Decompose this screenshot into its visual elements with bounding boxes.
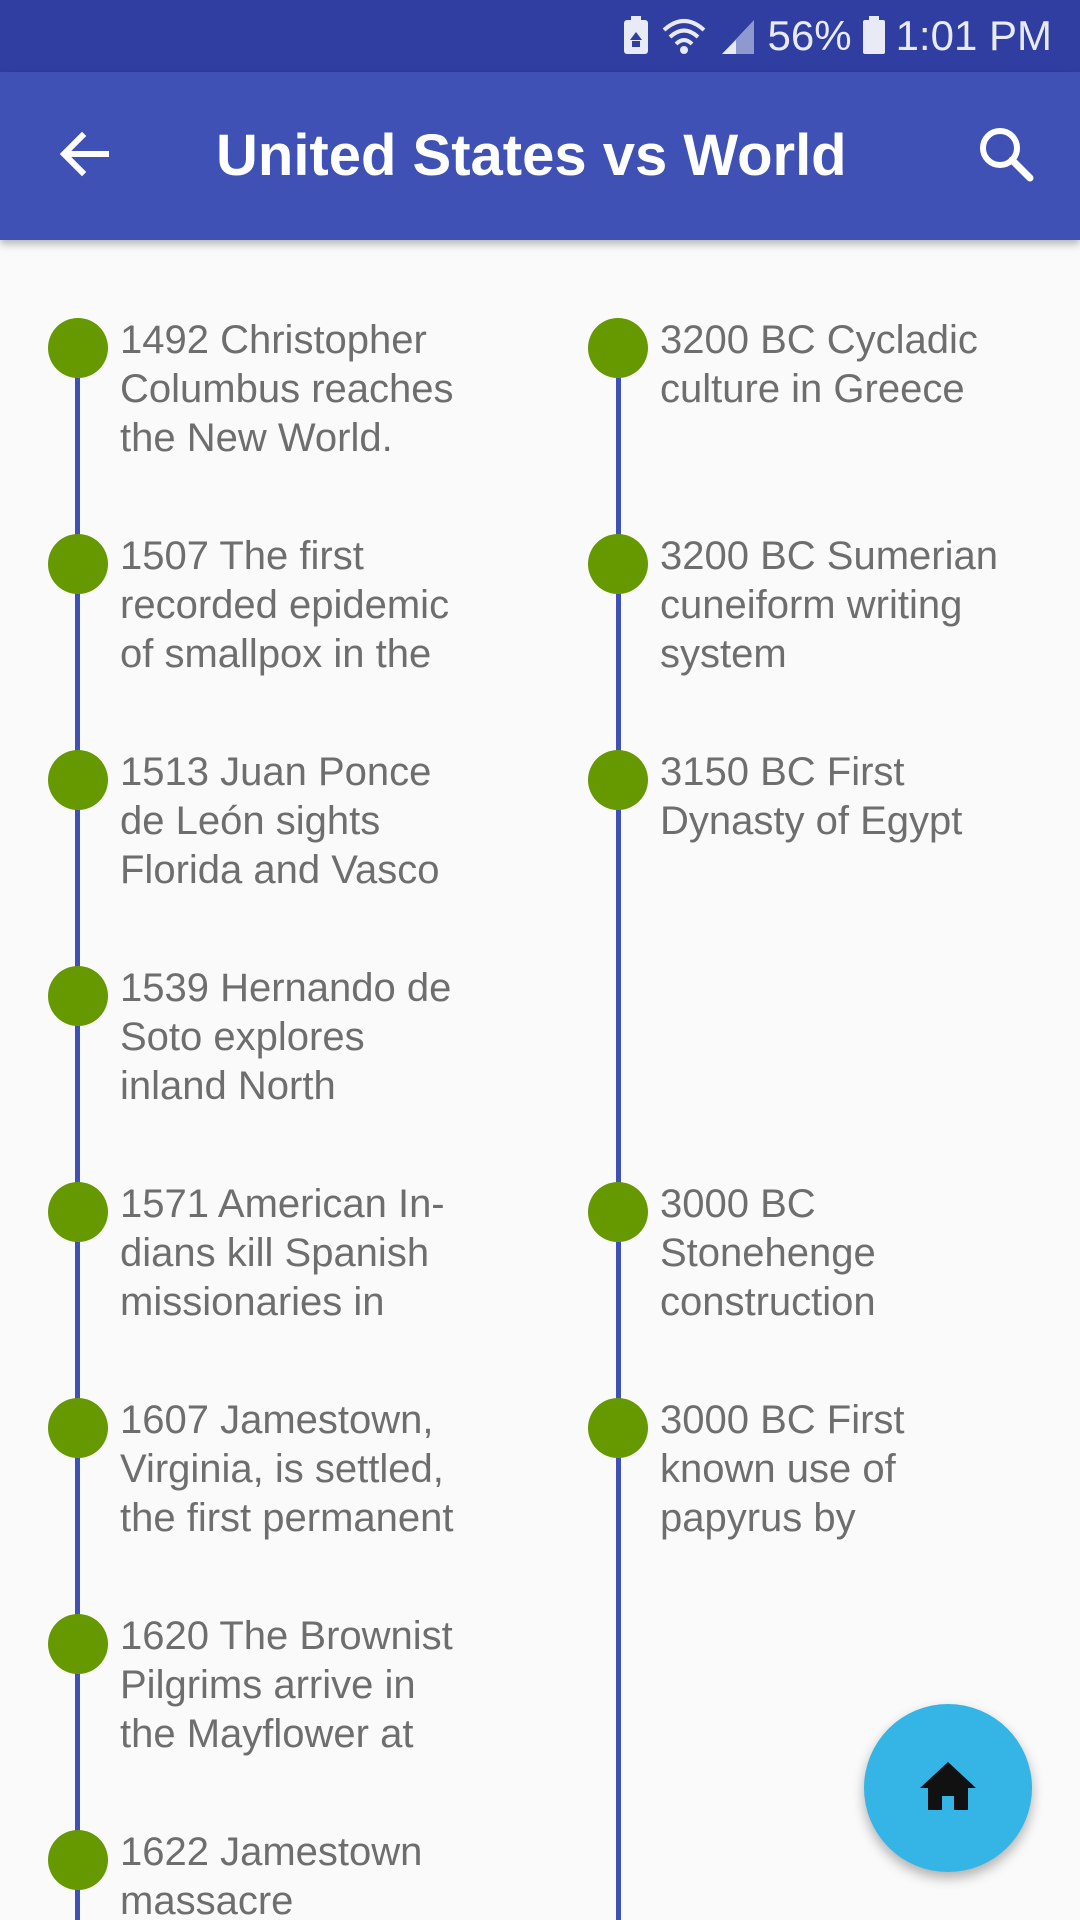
list-item[interactable]: 3200 BC Cycladic culture in Greece <box>540 240 1080 456</box>
event-text: 3200 BC Cycladic culture in Greece <box>660 318 978 411</box>
timeline-dot <box>48 966 108 1026</box>
page-title: United States vs World <box>216 123 847 188</box>
timeline-dot <box>588 318 648 378</box>
event-text: 3000 BC First known use of papyrus by <box>660 1398 905 1540</box>
status-time: 1:01 PM <box>895 12 1052 59</box>
timeline-dot <box>588 534 648 594</box>
list-item[interactable]: 1539 Hernando de Soto explores inland No… <box>0 888 540 1108</box>
timeline-dot <box>588 750 648 810</box>
status-bar: 56% 1:01 PM <box>0 0 1080 72</box>
list-item[interactable]: 1620 The Brownist Pilgrims arrive in the… <box>0 1536 540 1756</box>
battery-percent: 56% <box>767 12 852 59</box>
home-button[interactable] <box>864 1704 1032 1872</box>
list-item[interactable]: 3200 BC Sumerian cuneiform writing syste… <box>540 456 1080 676</box>
list-item[interactable]: 1513 Juan Ponce de León sights Florida a… <box>0 672 540 892</box>
timeline-dot <box>48 750 108 810</box>
timeline-dot <box>48 318 108 378</box>
back-button[interactable] <box>40 112 128 200</box>
timeline-line <box>75 330 80 1920</box>
timeline-dot <box>588 1182 648 1242</box>
list-item[interactable]: 3000 BC Stonehenge construction <box>540 1104 1080 1324</box>
timeline-content[interactable]: 1492 Christopher Columbus reaches the Ne… <box>0 240 1080 1920</box>
event-text: 1513 Juan Ponce de León sights Florida a… <box>120 750 440 892</box>
list-item[interactable]: 1492 Christopher Columbus reaches the Ne… <box>0 240 540 460</box>
event-text: 3150 BC First Dynasty of Egypt <box>660 750 963 843</box>
timeline-line <box>616 330 621 1920</box>
timeline-dot <box>588 1398 648 1458</box>
timeline-dot <box>48 1830 108 1890</box>
list-item[interactable]: 3150 BC First Dynasty of Egypt <box>540 672 1080 888</box>
battery-icon <box>862 16 886 56</box>
timeline-united-states: 1492 Christopher Columbus reaches the Ne… <box>0 240 540 1920</box>
event-text: 1622 Jamestown massacre <box>120 1830 423 1920</box>
event-text: 3000 BC Stonehenge construction <box>660 1182 876 1324</box>
timeline-dot <box>48 1398 108 1458</box>
timeline-dot <box>48 1614 108 1674</box>
event-text: 1492 Christopher Columbus reaches the Ne… <box>120 318 454 460</box>
wifi-icon <box>660 16 708 56</box>
app-bar: United States vs World <box>0 72 1080 240</box>
recycle-notification-icon <box>622 16 650 56</box>
event-text: 3200 BC Sumerian cuneiform writing syste… <box>660 534 998 676</box>
list-item[interactable]: 1607 Jamestown, Virginia, is settled, th… <box>0 1320 540 1540</box>
list-item[interactable]: 1571 American In-dians kill Spanish miss… <box>0 1104 540 1324</box>
timeline-world: 3200 BC Cycladic culture in Greece 3200 … <box>540 240 1080 1920</box>
event-text: 1620 The Brownist Pilgrims arrive in the… <box>120 1614 453 1756</box>
status-icons: 56% 1:01 PM <box>622 0 1052 72</box>
event-text: 1539 Hernando de Soto explores inland No… <box>120 966 452 1108</box>
event-text: 1507 The first recorded epidemic of smal… <box>120 534 450 676</box>
signal-icon <box>718 16 758 56</box>
list-item[interactable]: 3000 BC First known use of papyrus by <box>540 1320 1080 1540</box>
search-icon <box>976 124 1036 189</box>
timeline-dot <box>48 1182 108 1242</box>
event-text: 1571 American In-dians kill Spanish miss… <box>120 1182 445 1324</box>
event-text: 1607 Jamestown, Virginia, is settled, th… <box>120 1398 454 1540</box>
search-button[interactable] <box>962 112 1050 200</box>
list-item[interactable]: 1507 The first recorded epidemic of smal… <box>0 456 540 676</box>
arrow-back-icon <box>56 126 112 187</box>
home-icon <box>918 1760 978 1817</box>
timeline-dot <box>48 534 108 594</box>
list-item[interactable]: 1622 Jamestown massacre <box>0 1752 540 1920</box>
